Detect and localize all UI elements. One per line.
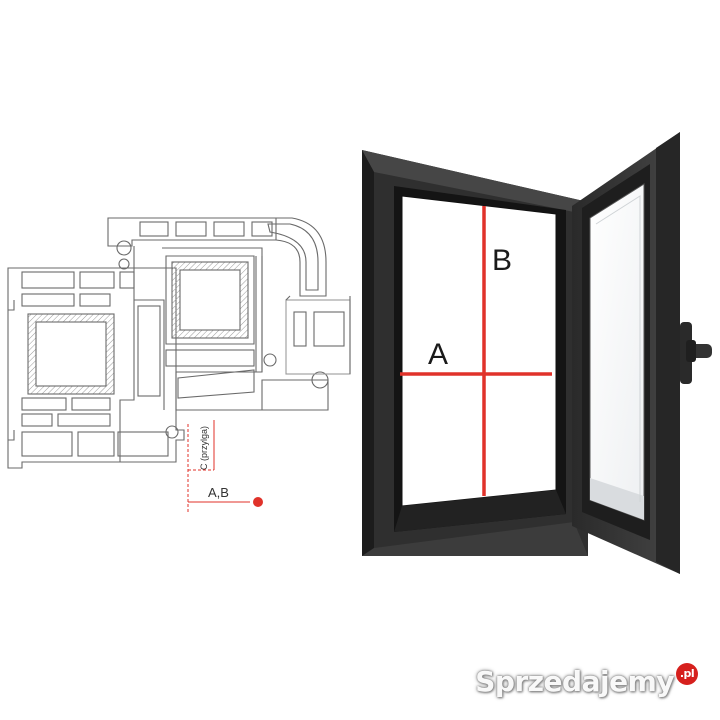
- sash-glass: [589, 183, 645, 521]
- watermark-logo: Sprzedajemy.pl: [475, 663, 698, 698]
- window-opening: [401, 195, 557, 507]
- label-a: A: [428, 338, 448, 371]
- profile-dimensions: A,B C (przylga): [187, 420, 263, 512]
- window-illustration: B A: [362, 132, 712, 574]
- profile-cross-section: [7, 217, 351, 469]
- label-c: C (przylga): [199, 426, 209, 470]
- label-ab: A,B: [208, 485, 229, 500]
- measure-dot: [253, 497, 263, 507]
- watermark-tld: .pl: [676, 663, 698, 685]
- watermark-brand: Sprzedajemy: [475, 665, 674, 698]
- window-handle-icon: [680, 322, 712, 384]
- label-b: B: [492, 244, 512, 277]
